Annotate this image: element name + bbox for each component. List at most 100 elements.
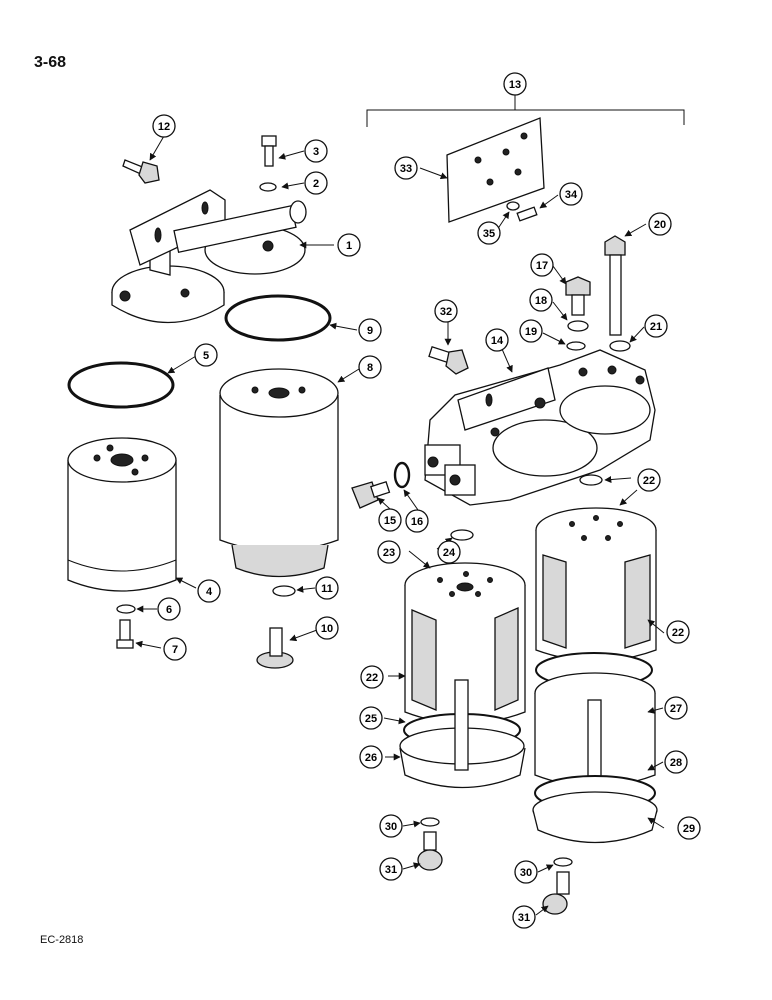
callout-label: 21 (650, 321, 662, 333)
callout-5: 5 (194, 343, 218, 367)
callout-22: 22 (666, 620, 690, 644)
callout-label: 24 (443, 547, 456, 559)
callout-16: 16 (405, 509, 429, 533)
callout-label: 33 (400, 163, 412, 175)
callout-32: 32 (434, 299, 458, 323)
callout-label: 23 (383, 547, 395, 559)
drain-plug-31-right (542, 871, 570, 915)
callout-label: 18 (535, 295, 547, 307)
washer-24 (450, 529, 474, 541)
callout-label: 22 (643, 475, 655, 487)
callout-label: 1 (346, 240, 352, 252)
filter-element-8 (219, 368, 339, 578)
long-bolt-20 (604, 235, 626, 336)
callout-24: 24 (437, 540, 461, 564)
callout-label: 5 (203, 350, 209, 362)
blanking-plate-33 (446, 117, 545, 223)
callout-34: 34 (559, 182, 583, 206)
callout-26: 26 (359, 745, 383, 769)
callout-25: 25 (359, 706, 383, 730)
bolt-15 (351, 480, 391, 509)
drain-plug-31-left (417, 831, 443, 871)
callout-label: 9 (367, 325, 373, 337)
callout-label: 7 (172, 644, 178, 656)
filter-head-twin (424, 349, 656, 506)
callout-4: 4 (197, 579, 221, 603)
washer-30-left (420, 817, 440, 827)
page-number: 3-68 (34, 54, 67, 71)
callout-35: 35 (477, 221, 501, 245)
callout-label: 20 (654, 219, 666, 231)
callout-label: 25 (365, 713, 377, 725)
filter-element-23 (404, 562, 526, 725)
bolt-17 (565, 276, 591, 316)
callout-label: 28 (670, 757, 682, 769)
callout-label: 15 (384, 515, 396, 527)
bolt-32 (428, 346, 469, 375)
callout-label: 14 (491, 335, 504, 347)
callout-3: 3 (304, 139, 328, 163)
callout-17: 17 (530, 253, 554, 277)
callout-label: 30 (385, 821, 397, 833)
callout-22: 22 (360, 665, 384, 689)
callout-label: 27 (670, 703, 682, 715)
callout-13: 13 (503, 72, 527, 96)
callout-31: 31 (379, 857, 403, 881)
figure-code: EC-2818 (40, 934, 84, 946)
callout-33: 33 (394, 156, 418, 180)
filter-element-4 (67, 437, 177, 592)
callout-label: 31 (385, 864, 397, 876)
bolt-7 (116, 619, 134, 649)
callout-label: 34 (565, 189, 578, 201)
callout-29: 29 (677, 816, 701, 840)
seal-ring-5 (67, 361, 175, 409)
callout-7: 7 (163, 637, 187, 661)
bowl-base-29 (532, 791, 658, 844)
callout-23: 23 (377, 540, 401, 564)
callout-label: 2 (313, 178, 319, 190)
callout-label: 22 (672, 627, 684, 639)
callout-11: 11 (315, 576, 339, 600)
callout-label: 32 (440, 306, 452, 318)
callout-15: 15 (378, 508, 402, 532)
washer-22-top (579, 474, 603, 486)
washer-11 (272, 585, 296, 597)
callout-label: 19 (525, 326, 537, 338)
callout-18: 18 (529, 288, 553, 312)
callout-label: 4 (206, 586, 213, 598)
callout-label: 31 (518, 912, 530, 924)
callout-label: 3 (313, 146, 319, 158)
washer-18 (567, 320, 589, 332)
washer-30-right (553, 857, 573, 867)
washer-16 (393, 461, 411, 489)
o-ring-19 (566, 341, 586, 351)
callout-8: 8 (358, 355, 382, 379)
callout-label: 30 (520, 867, 532, 879)
filter-head-single (111, 189, 307, 324)
washer-6 (116, 604, 136, 614)
callout-label: 22 (366, 672, 378, 684)
callout-9: 9 (358, 318, 382, 342)
callout-2: 2 (304, 171, 328, 195)
callout-label: 16 (411, 516, 423, 528)
callout-31: 31 (512, 905, 536, 929)
glass-bowl-27 (534, 672, 656, 788)
callout-label: 35 (483, 228, 495, 240)
seal-ring-9 (224, 294, 332, 342)
washer-2 (259, 182, 277, 192)
callout-label: 13 (509, 79, 521, 91)
bolt-12 (122, 159, 160, 184)
callout-label: 26 (365, 752, 377, 764)
filter-element-22 (535, 507, 657, 662)
bolt-3 (261, 135, 277, 167)
callout-20: 20 (648, 212, 672, 236)
callout-19: 19 (519, 319, 543, 343)
callout-12: 12 (152, 114, 176, 138)
callout-label: 8 (367, 362, 373, 374)
callout-6: 6 (157, 597, 181, 621)
callout-30: 30 (514, 860, 538, 884)
bowl-base-26 (399, 679, 526, 789)
callout-label: 12 (158, 121, 170, 133)
